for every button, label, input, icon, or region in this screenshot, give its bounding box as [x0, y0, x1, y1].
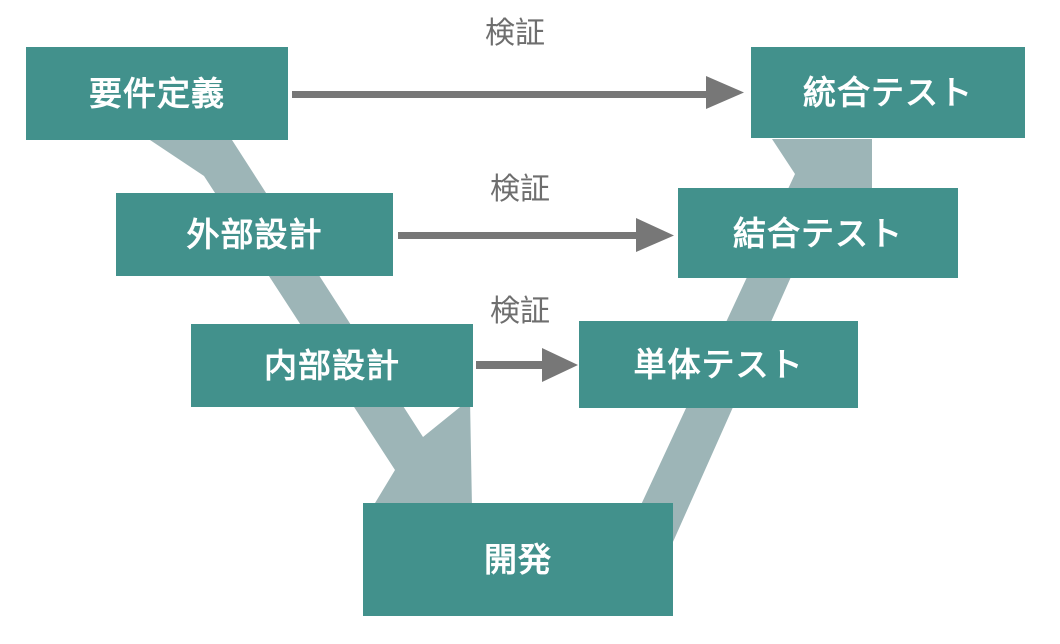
node-development[interactable]: 開発	[363, 503, 673, 616]
verification-arrow-1	[292, 76, 744, 109]
node-combined-test[interactable]: 結合テスト	[678, 188, 958, 278]
node-development-label: 開発	[484, 540, 552, 579]
verification-label-2: 検証	[490, 172, 550, 207]
node-combined-test-label: 結合テスト	[733, 213, 903, 253]
node-external-design[interactable]: 外部設計	[116, 193, 393, 276]
node-internal-design-label: 内部設計	[264, 346, 400, 385]
node-unit-test[interactable]: 単体テスト	[579, 321, 858, 408]
node-requirements-label: 要件定義	[89, 74, 225, 113]
node-integration-test[interactable]: 統合テスト	[751, 47, 1025, 138]
verification-arrow-2	[398, 218, 674, 252]
node-integration-test-label: 統合テスト	[803, 73, 973, 112]
node-requirements[interactable]: 要件定義	[26, 47, 288, 140]
verification-arrow-3	[476, 348, 578, 382]
verification-label-3: 検証	[490, 294, 550, 329]
verification-label-1: 検証	[485, 16, 545, 51]
node-external-design-label: 外部設計	[186, 215, 323, 254]
node-unit-test-label: 単体テスト	[633, 345, 804, 384]
node-internal-design[interactable]: 内部設計	[191, 324, 473, 407]
